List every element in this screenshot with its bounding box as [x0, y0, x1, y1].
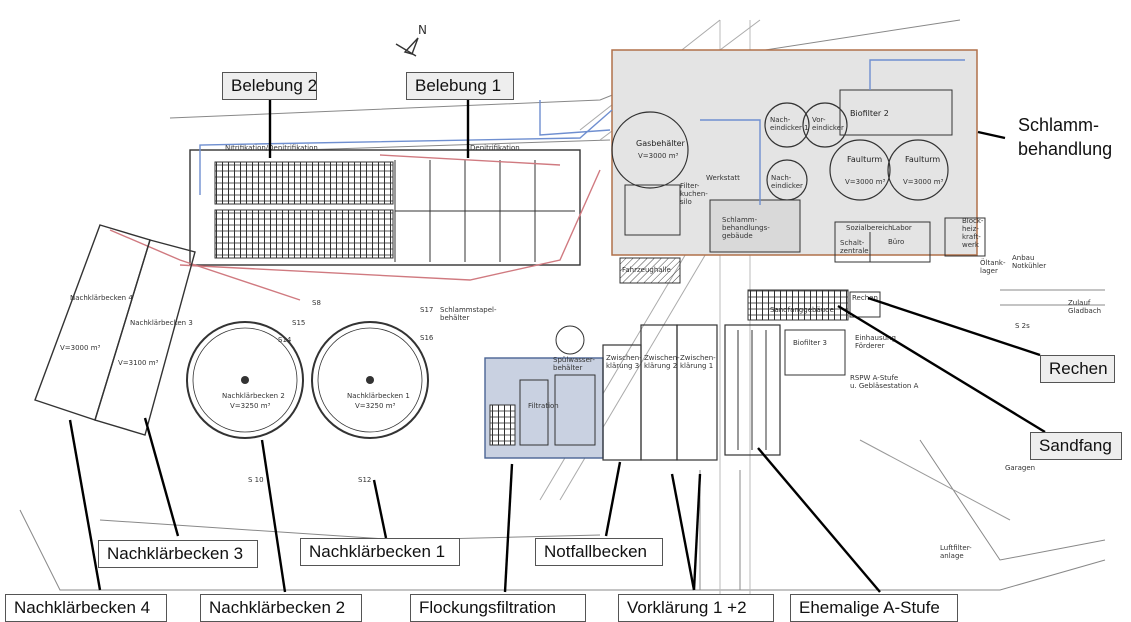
- labor-label: Labor: [892, 224, 912, 232]
- gasbehaelter-volume: V=3000 m³: [638, 152, 679, 160]
- nacheindicker-1-label: Nach-eindicker 1: [770, 116, 809, 132]
- filterkuchensilo: [624, 184, 681, 236]
- s2s-label: S 2s: [1015, 322, 1030, 330]
- schaltzentrale-label: Schalt-zentrale: [840, 239, 869, 255]
- callout-belebung-1: Belebung 1: [406, 72, 514, 100]
- faulturm-2-label: Faulturm: [905, 155, 940, 164]
- gasbehaelter-label: Gasbehälter: [636, 139, 686, 148]
- nacheindicker-2-label: Nach-eindicker: [771, 174, 803, 190]
- callout-vorklaerung: Vorklärung 1 +2: [618, 594, 774, 622]
- nachklaerbecken-3-4: Nachklärbecken 4 V=3000 m³ Nachklärbecke…: [34, 224, 196, 436]
- s14-label: S14: [278, 336, 292, 344]
- buero-label: Büro: [888, 238, 904, 246]
- garagen-label: Garagen: [1005, 464, 1035, 472]
- rechen-building-label: Rechen: [852, 294, 878, 302]
- s10-label: S 10: [248, 476, 264, 484]
- s12-label: S12: [358, 476, 371, 484]
- pipe-network: [109, 59, 965, 301]
- north-label: N: [418, 23, 427, 37]
- s17-label: S17: [420, 306, 433, 314]
- voreindicker-label: Vor-eindicker: [812, 116, 844, 132]
- callout-nachklaerbecken-4: Nachklärbecken 4: [5, 594, 167, 622]
- filterkuchensilo-label: Filter-kuchen-silo: [680, 182, 708, 206]
- denitrifikation-label: Denitrifikation: [470, 144, 520, 152]
- spuelwasserbehaelter-label: Spülwasser-behälter: [553, 356, 595, 372]
- callout-flockungsfiltration: Flockungsfiltration: [410, 594, 586, 622]
- flockungsfiltration-area: Filtration Spülwasser-behälter: [484, 325, 604, 459]
- bhkw-label: Block-heiz-kraft-werk: [962, 217, 984, 249]
- nkb1-plan-label: Nachklärbecken 1: [347, 392, 410, 400]
- faulturm-1-label: Faulturm: [847, 155, 882, 164]
- station-labels: S8 S15 S14 S17 S16 S 10 S12 S 2s: [248, 299, 1030, 484]
- callout-nachklaerbecken-2: Nachklärbecken 2: [200, 594, 362, 622]
- zwischenklaerung-2-label: Zwischen-klärung 2: [644, 354, 680, 370]
- s8-label: S8: [312, 299, 321, 307]
- schlammbehandlungsgebaeude-label: Schlamm-behandlungs-gebäude: [722, 216, 770, 240]
- nkb4-plan-volume: V=3000 m³: [60, 344, 101, 352]
- oeltanklager-label: Öltank-lager: [980, 258, 1006, 275]
- filtration-label: Filtration: [528, 402, 559, 410]
- vorklaerung-block: Zwischen-klärung 3 Zwischen-klärung 2 Zw…: [602, 324, 718, 461]
- sozialbereich-block: Sozialbereich Schalt-zentrale Büro Labor…: [834, 217, 1046, 275]
- callout-sandfang: Sandfang: [1030, 432, 1122, 460]
- faulturm-2-volume: V=3000 m³: [903, 178, 944, 186]
- north-arrow-icon: N: [395, 23, 427, 57]
- fahrzeughalle-label: Fahrzeughalle: [622, 266, 671, 274]
- s16-label: S16: [420, 334, 434, 342]
- callout-schlammbehandlung: Schlamm- behandlung: [1018, 115, 1113, 159]
- schlammstapel-label: Schlammstapel-behälter: [440, 306, 497, 322]
- nachklaerbecken-1-2: Nachklärbecken 2 V=3250 m³ Nachklärbecke…: [186, 321, 429, 439]
- fahrzeughalle: [619, 257, 681, 284]
- nkb3-plan-label: Nachklärbecken 3: [130, 319, 193, 327]
- biofilter-3-label: Biofilter 3: [793, 339, 827, 347]
- callout-ehemalige-a-stufe: Ehemalige A-Stufe: [790, 594, 958, 622]
- sozialbereich-label: Sozialbereich: [846, 224, 893, 232]
- callout-rechen: Rechen: [1040, 355, 1115, 383]
- callout-belebung-2: Belebung 2: [222, 72, 317, 100]
- callout-nachklaerbecken-1: Nachklärbecken 1: [300, 538, 460, 566]
- werkstatt-label: Werkstatt: [706, 174, 740, 182]
- zwischenklaerung-1-label: Zwischen-klärung 1: [680, 354, 716, 370]
- zwischenklaerung-3-label: Zwischen-klärung 3: [606, 354, 642, 370]
- biofilter-2-label: Biofilter 2: [850, 109, 889, 118]
- nitrifikation-label: Nitrifikation/Denitrifikation: [225, 144, 318, 152]
- nkb1-plan-volume: V=3250 m³: [355, 402, 396, 410]
- nkb2-plan-volume: V=3250 m³: [230, 402, 271, 410]
- callout-nachklaerbecken-3: Nachklärbecken 3: [98, 540, 258, 568]
- schlammbehandlung-area: Gasbehälter V=3000 m³ Biofilter 2 Faultu…: [611, 49, 978, 256]
- callout-notfallbecken: Notfallbecken: [535, 538, 663, 566]
- nkb4-plan-label: Nachklärbecken 4: [70, 294, 133, 302]
- faulturm-1-volume: V=3000 m³: [845, 178, 886, 186]
- s15-label: S15: [292, 319, 305, 327]
- callout-leader-lines: [68, 98, 1046, 593]
- belebung-block: Nitrifikation/Denitrifikation Denitrifik…: [189, 144, 581, 266]
- sandfanggebaeude-label: Sandfanggebäude: [770, 306, 834, 314]
- luftfilteranlage-label: Luftfilter-anlage: [940, 544, 972, 560]
- nkb3-plan-volume: V=3100 m³: [118, 359, 159, 367]
- nkb2-plan-label: Nachklärbecken 2: [222, 392, 285, 400]
